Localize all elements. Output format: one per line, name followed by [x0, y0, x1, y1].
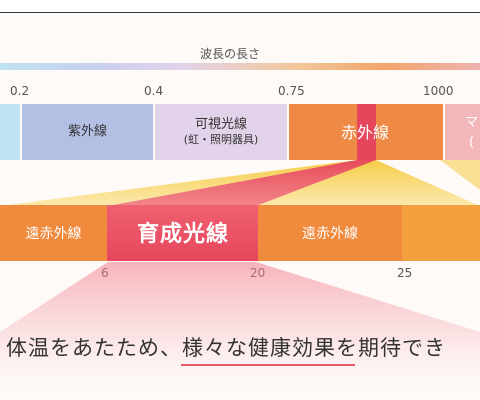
wavelength-gradient-bar — [0, 63, 480, 70]
fan-right-shard — [440, 160, 480, 190]
top-border-strip — [0, 0, 480, 13]
band-uv-edge — [0, 104, 20, 160]
radio-partial-label-2: ( — [469, 135, 475, 150]
far-infrared-right-label: 遠赤外線 — [302, 226, 358, 242]
infrared-label: 赤外線 — [340, 123, 389, 142]
band-radio-partial: マ ( — [445, 104, 480, 160]
wavelength-axis-title: 波長の長さ — [200, 47, 261, 61]
caption-highlight: 様々な健康効果 — [182, 336, 336, 360]
tick-0-4: 0.4 — [144, 84, 164, 98]
band-far-infrared-left: 遠赤外線 — [0, 205, 107, 261]
growth-light-label: 育成光線 — [136, 222, 229, 247]
tick-0-75: 0.75 — [278, 84, 305, 98]
band-infrared-peak — [357, 104, 376, 160]
growth-light-glow — [0, 262, 480, 400]
ultraviolet-label: 紫外線 — [67, 124, 107, 140]
band-far-infrared-right: 遠赤外線 — [258, 205, 402, 261]
glow-shape — [0, 262, 480, 400]
visible-light-sublabel: (虹・照明器具) — [183, 133, 259, 147]
visible-light-label: 可視光線 — [194, 116, 247, 132]
caption-highlight-underline — [181, 364, 355, 366]
zoom-fan-graphic — [0, 160, 480, 206]
tick-25: 25 — [397, 266, 413, 280]
radio-partial-label-1: マ — [465, 115, 479, 130]
caption-after: を期待でき — [336, 336, 446, 360]
caption-text: 体温をあたため、様々な健康効果を期待でき — [6, 332, 480, 362]
band-growth-light — [107, 205, 258, 261]
band-far-infrared-end — [402, 205, 480, 261]
band-visible-light: 可視光線 (虹・照明器具) — [155, 104, 287, 160]
tick-1000: 1000 — [423, 84, 454, 98]
caption-before: 体温をあたため、 — [6, 336, 182, 360]
band-ultraviolet: 紫外線 — [22, 104, 153, 160]
tick-0-2: 0.2 — [10, 84, 30, 98]
fan-red — [108, 160, 376, 206]
far-infrared-left-label: 遠赤外線 — [25, 226, 82, 242]
